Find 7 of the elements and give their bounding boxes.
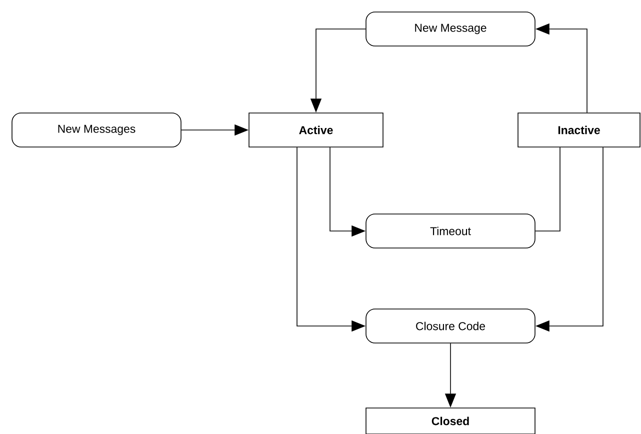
state-box: Active bbox=[248, 112, 384, 148]
event-box: New Messages bbox=[12, 112, 182, 148]
event-box: Closure Code bbox=[366, 308, 536, 344]
event-box: New Message bbox=[366, 12, 536, 46]
state-box: Inactive bbox=[518, 112, 640, 148]
state-box: Closed bbox=[366, 408, 536, 434]
event-box: Timeout bbox=[366, 214, 536, 248]
